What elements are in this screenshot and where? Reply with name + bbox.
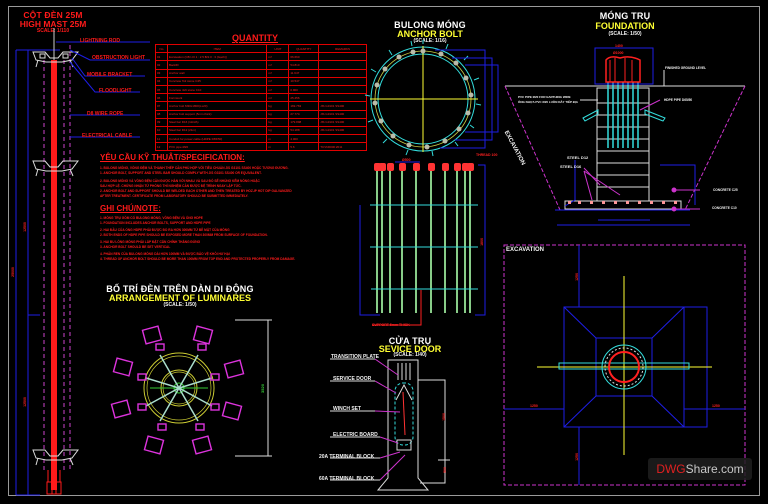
anchor-bolt-title-vn: BULONG MÓNG — [394, 20, 466, 30]
spec-line: AFTER TREATMENT. CERTIFICATE FROM LABORA… — [100, 194, 249, 198]
high-mast-scale: SCALE: 1/110 — [36, 28, 70, 34]
label-concrete-c10: CONCRETE C10 — [712, 206, 737, 210]
note-line: 3. ANCHOR BOLT SHOULD BE SET VERTICAL — [100, 245, 171, 249]
service-door-scale: (SCALE: 1/40) — [393, 352, 427, 358]
dim-excavation-top: 1250 — [574, 273, 579, 281]
label-electrical-cable: ELECTRICAL CABLE — [82, 133, 133, 139]
watermark-dwg: DWG — [656, 462, 686, 476]
label-60a-terminal: 60A TERMINAL BLOCK — [319, 476, 375, 482]
label-steel-d12: STEEL D12 — [567, 155, 589, 160]
table-header-row: No ITEM UNIT QUANTITY REMARKS — [155, 43, 367, 54]
dim-excavation-left: 1250 — [530, 404, 538, 408]
foundation-scale: (SCALE: 1/50) — [608, 31, 642, 37]
label-lightning-rod: LIGHTNING ROD — [80, 38, 120, 44]
dim-foundation-dia: Ø1000 — [613, 51, 624, 55]
note-line: 4. PHẦN REN CỦA BULONG MÓNG DÀI HƠN 100M… — [100, 252, 230, 256]
quantity-title: QUANTITY — [232, 33, 278, 43]
label-mobile-bracket: MOBILE BRACKET — [87, 72, 133, 78]
luminaires-title-en: ARRANGEMENT OF LUMINARES — [109, 293, 251, 303]
spec-line: 2. BULONG MÓNG VÀ VÒNG ĐỆM CẦN ĐƯỢC HÀN … — [100, 179, 260, 183]
anchor-bolt-scale: (SCALE: 1/16) — [413, 38, 447, 44]
label-winch-set: WINCH SET — [333, 406, 362, 412]
dim-excavation-right: 1250 — [712, 404, 720, 408]
label-steel-d16: STEEL D16 — [560, 164, 582, 169]
service-door-title-vn: CỬA TRỤ — [388, 336, 432, 346]
specification-heading: YÊU CẦU KỸ THUẬT/SPECIFICATION: — [100, 153, 245, 162]
spec-line: SAU HỢP LỆ. CHỨNG NHẬN TỪ PHÒNG THÍ NGHI… — [100, 184, 242, 188]
cell-item: PVC pipe Ø20 — [166, 142, 268, 152]
label-pvc-pipe-en: PVC PIPE Ø20 FOR EARTHING WIRE — [518, 95, 571, 99]
note-line: 3. HAI BU LÔNG MÓNG PHẢI LẮP ĐẶT CĂN CHỈ… — [100, 240, 201, 244]
spec-line: 2. ANCHOR BOLT AND SUPPORT SHOULD BE WEL… — [100, 189, 292, 193]
watermark-share: Share.com — [685, 462, 744, 476]
foundation-title-en: FOUNDATION — [595, 21, 655, 31]
dwgshare-watermark: DWGShare.com — [648, 458, 752, 480]
label-electric-board: ELECTRIC BOARD — [333, 432, 378, 438]
label-floodlight: FLOODLIGHT — [99, 88, 132, 94]
note-line: 2. HAI ĐẦU CỦA ỐNG HDPE PHẢI ĐƯỢC ĐỔ RA … — [100, 228, 230, 232]
label-hdpe-pipe: HDPE PIPE D65/50 — [664, 98, 693, 102]
spec-line: 1. BULONG MÓNG, VÒNG ĐỆM VÀ THANH THÉP C… — [100, 166, 289, 170]
dim-excavation-bottom: 1250 — [574, 453, 579, 461]
label-20a-terminal: 20A TERMINAL BLOCK — [319, 454, 375, 460]
anchor-bolt-title-en: ANCHOR BOLT — [397, 29, 463, 39]
high-mast-title-vn: CỘT ĐÈN 25M — [23, 10, 83, 20]
thread-label: THREAD 100 — [476, 153, 498, 157]
note-line: 1. FOUNDATION INCLUDES ANCHOR BOLTS, SUP… — [100, 221, 211, 225]
note-line: 2. BOTH ENDS OF HDPE PIPE SHOULD BE EXPO… — [100, 233, 268, 237]
service-door-title-en: SEVICE DOOR — [378, 344, 442, 354]
label-obstruction-light: OBSTRUCTION LIGHT — [92, 55, 146, 61]
label-finished-ground-level: FINISHED GROUND LEVEL — [665, 66, 707, 70]
spec-line: 1. ANCHOR BOLT, SUPPORT AND STEEL BAR SH… — [100, 171, 262, 175]
label-transition-plate: TRANSITION PLATE — [331, 354, 379, 360]
luminaires-title-vn: BỐ TRÍ ĐÈN TRÊN DÀN DI ĐỘNG — [106, 284, 254, 294]
support-label: SUPPORT 5mm THICK — [372, 323, 410, 327]
luminaires-scale: (SCALE: 1/50) — [163, 302, 197, 308]
note-line: 4. THREAD OF ANCHOR BOLT SHOULD BE MORE … — [100, 257, 296, 261]
high-mast-title-en: HIGH MAST 25M — [19, 19, 87, 29]
dim-foundation-top: 1400 — [615, 44, 623, 48]
note-heading: GHI CHÚ/NOTE: — [100, 204, 161, 213]
label-pvc-pipe-vn: ỐNG NHỰA PVC Ø20 LUỒN DÂY TIẾP ĐỊA — [518, 100, 578, 104]
cell-remarks: TCVN6000:2011 — [318, 142, 367, 152]
drawing-border — [8, 6, 760, 496]
note-line: 1. MÓNG TRỤ GỒM CÓ BULONG MÓNG, VÒNG ĐỆM… — [100, 216, 203, 220]
dim-bolt-dia: Ø500 — [402, 158, 411, 162]
excavation-title: EXCAVATION — [506, 247, 545, 253]
foundation-title-vn: MÓNG TRỤ — [599, 11, 651, 21]
label-service-door: SERVICE DOOR — [333, 376, 372, 382]
label-concrete-c25: CONCRETE C25 — [713, 188, 738, 192]
label-wire-rope: D8 WIRE ROPE — [87, 111, 124, 117]
